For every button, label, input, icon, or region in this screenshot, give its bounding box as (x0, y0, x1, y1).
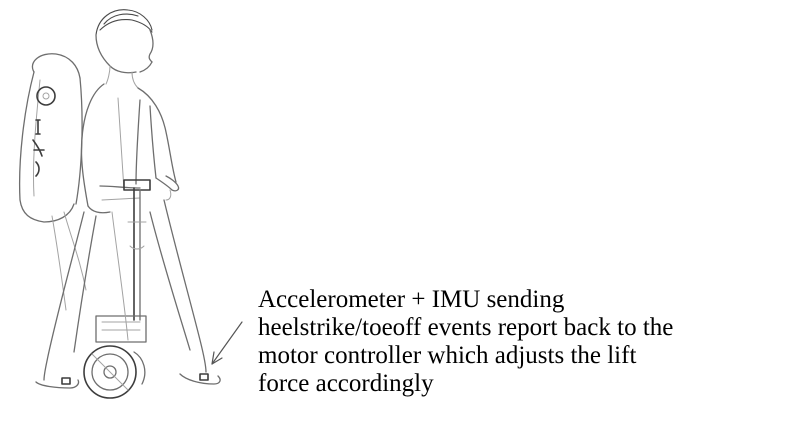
pointer-arrow (211, 321, 243, 365)
head-sketch (95, 9, 154, 89)
motor-circle (36, 86, 56, 106)
caption-text: Accelerometer + IMU sending heelstrike/t… (258, 286, 674, 397)
foot-sensor-left (61, 377, 71, 385)
wheel-sketch (83, 345, 146, 399)
legs-sketch (35, 199, 221, 389)
backpack-sketch (18, 53, 87, 311)
foot-sensor-right (199, 373, 209, 381)
lift-device-sketch (95, 187, 147, 343)
torso-sketch (80, 83, 180, 214)
pointer-arrowhead (211, 351, 223, 365)
